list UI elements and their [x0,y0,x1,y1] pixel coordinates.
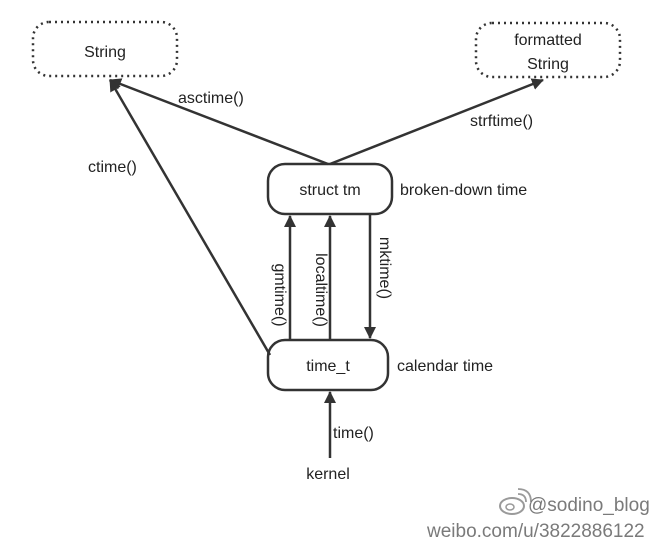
weibo-watermark: @sodino_blog weibo.com/u/3822886122 [426,488,650,542]
formatted-string-node-label-line2: String [527,56,569,73]
localtime-label: localtime() [312,253,329,327]
time-label: time() [333,425,374,442]
asctime-arrow [109,78,329,166]
formatted-string-node-box [474,21,622,79]
watermark-url: weibo.com/u/3822886122 [426,521,645,542]
formatted-string-node-label-line1: formatted [514,32,582,49]
kernel-label: kernel [306,466,350,483]
string-node-box [31,20,179,78]
weibo-logo-icon [499,488,532,515]
mktime-label: mktime() [376,237,393,299]
watermark-handle: @sodino_blog [528,495,650,516]
struct-tm-annotation: broken-down time [400,182,527,199]
time-t-node-label: time_t [306,358,350,375]
strftime-arrow [329,78,544,166]
asctime-label: asctime() [178,90,244,107]
ctime-arrow [108,79,272,356]
gmtime-label: gmtime() [271,263,288,326]
struct-tm-node-label: struct tm [299,182,360,199]
time-t-node-box [266,338,390,392]
strftime-label: strftime() [470,113,533,130]
ctime-label: ctime() [88,159,137,176]
string-node-label: String [84,44,126,61]
time-t-annotation: calendar time [397,358,493,375]
